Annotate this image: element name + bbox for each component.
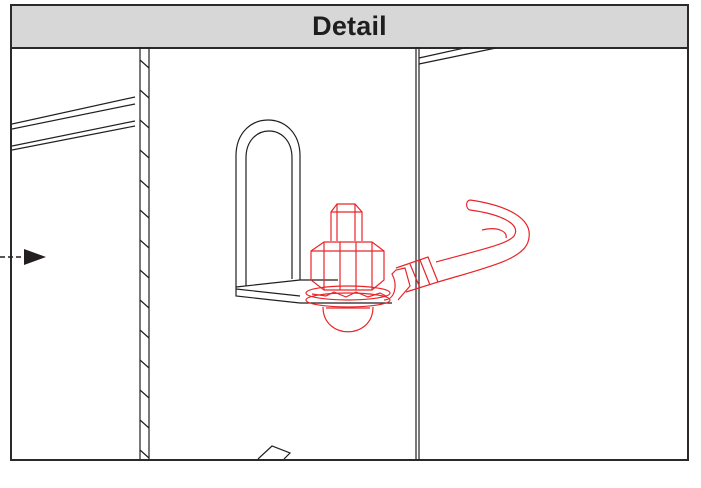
mounting-bracket <box>235 119 392 304</box>
detail-header: Detail <box>12 6 687 49</box>
vertical-column <box>139 47 150 459</box>
bottom-bracket <box>257 445 292 459</box>
detail-title: Detail <box>312 11 387 41</box>
panel-edge <box>415 47 497 459</box>
left-rail <box>12 96 136 151</box>
bolt-assembly <box>305 199 530 333</box>
pointer-arrow-icon <box>0 249 46 265</box>
detail-frame: Detail <box>10 4 689 461</box>
